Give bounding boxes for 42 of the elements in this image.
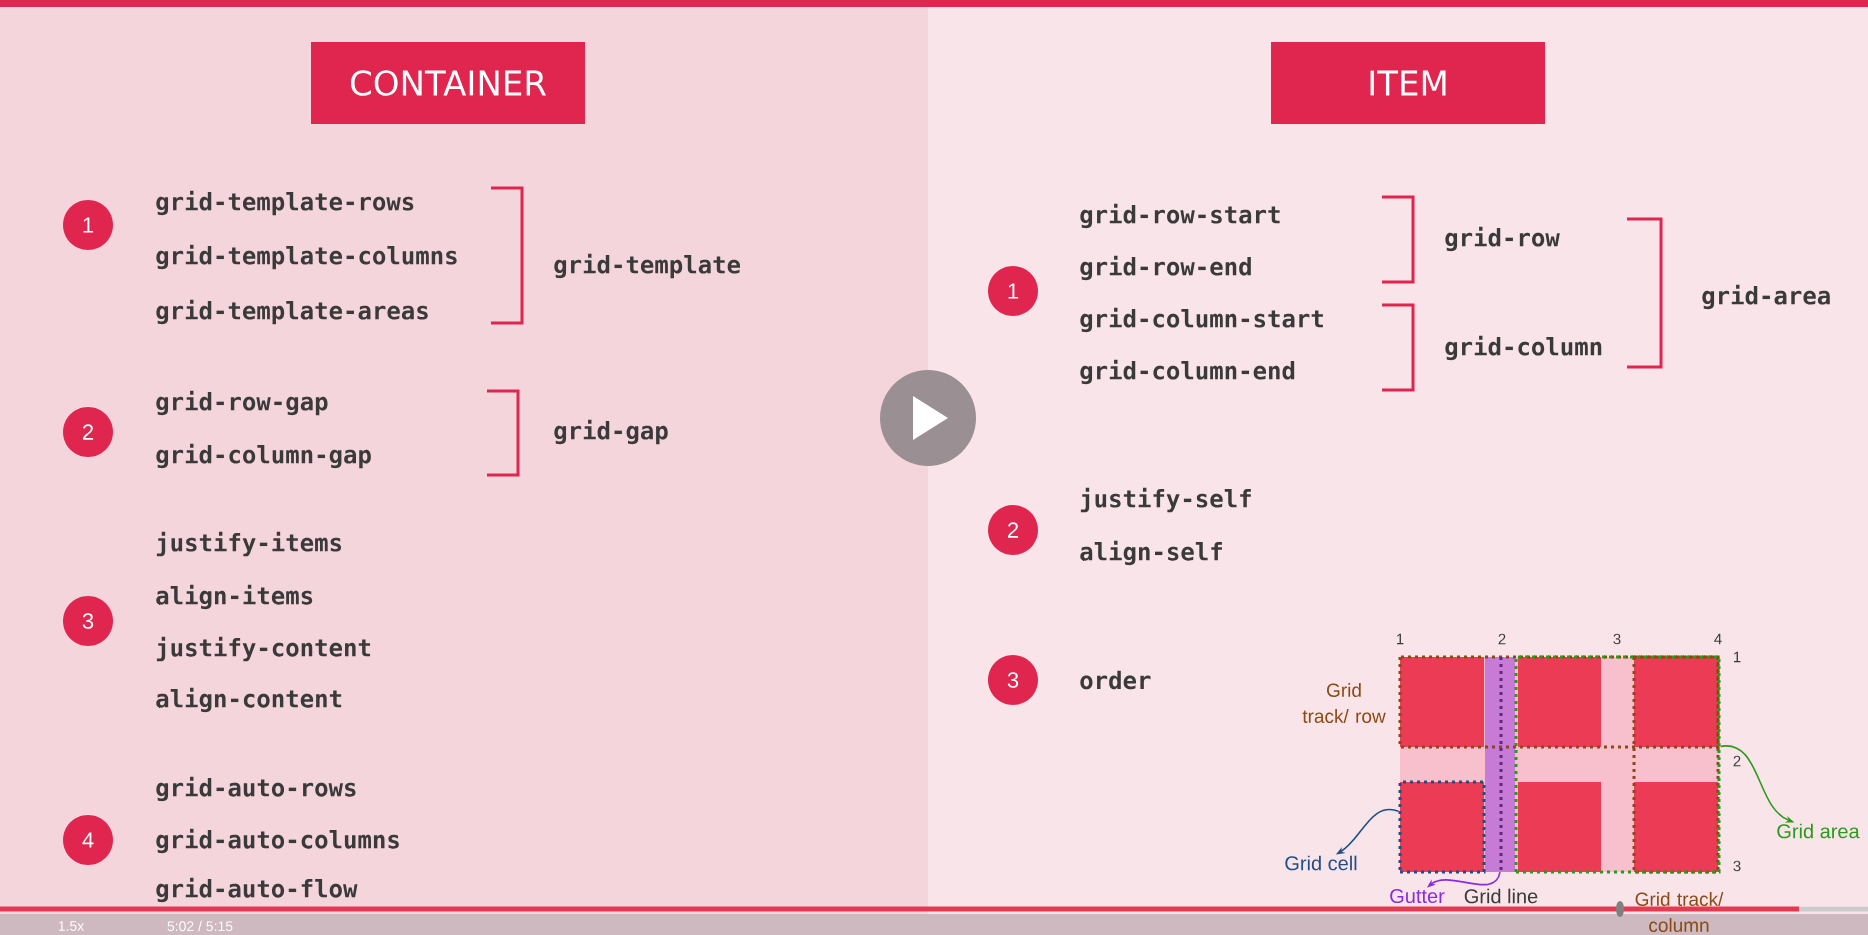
number-badge: 1: [63, 200, 113, 250]
annotation-label: Grid area: [1777, 823, 1860, 839]
line-number: 1: [1397, 633, 1404, 645]
number-badge: 3: [988, 655, 1038, 705]
property-name: justify-content: [156, 636, 371, 662]
annotation-label: Grid line: [1464, 888, 1538, 904]
speed-label: 1.5x: [58, 921, 85, 931]
property-name: grid-gap: [554, 419, 668, 445]
grid-cell-outline: [1398, 780, 1486, 874]
number-badge: 1: [988, 266, 1038, 316]
gutter-bar: [1485, 657, 1515, 872]
property-name: grid-template: [554, 253, 741, 279]
property-name: grid-auto-columns: [156, 828, 399, 854]
line-number: 2: [1733, 755, 1741, 767]
property-name: grid-template-rows: [156, 190, 414, 216]
number-badge: 4: [63, 815, 113, 865]
header-box: CONTAINER: [311, 42, 585, 124]
header-box: ITEM: [1271, 42, 1545, 124]
number-badge: 3: [63, 596, 113, 646]
annotation-label: Grid track/ row: [1302, 683, 1386, 723]
grid-area-outline: [1514, 655, 1721, 874]
time-label: 5:02 / 5:15: [167, 920, 233, 932]
property-name: grid-column-end: [1080, 359, 1295, 385]
property-name: align-content: [156, 687, 342, 713]
line-number: 4: [1714, 633, 1722, 645]
property-name: grid-auto-flow: [156, 877, 358, 903]
property-name: grid-column-gap: [156, 443, 371, 469]
property-name: grid-template-areas: [156, 299, 428, 325]
line-number: 1: [1734, 651, 1741, 663]
number-badge: 2: [63, 407, 113, 457]
property-name: grid-row-start: [1080, 203, 1280, 229]
property-name: grid-area: [1702, 284, 1830, 310]
number-badge: 2: [988, 505, 1038, 555]
annotation-label: Grid cell: [1285, 855, 1357, 871]
property-name: grid-column: [1445, 335, 1602, 361]
line-number: 3: [1733, 860, 1741, 872]
property-name: grid-column-start: [1080, 307, 1323, 333]
annotation-label: Gutter: [1390, 888, 1445, 904]
property-name: justify-items: [156, 531, 342, 557]
line-number: 2: [1498, 633, 1506, 645]
property-name: align-self: [1080, 540, 1222, 566]
property-name: grid-row: [1445, 226, 1560, 252]
